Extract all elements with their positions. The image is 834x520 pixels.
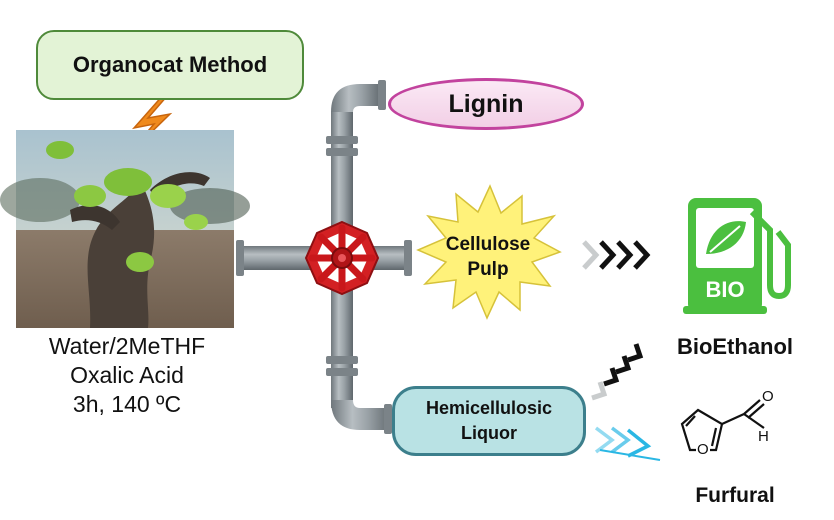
lignin-ellipse: Lignin (388, 78, 584, 130)
furfural-structure-icon (680, 399, 765, 452)
conditions-line-1: Water/2MeTHF (48, 333, 206, 359)
fuel-pump-label: BIO (705, 277, 745, 302)
cellulose-line-1: Cellulose (445, 234, 531, 255)
furfural-ring-oxygen: O (696, 441, 710, 458)
furfural-carbonyl-oxygen: O (762, 388, 774, 405)
chevron-arrows-icon (582, 240, 651, 270)
cellulose-line-2: Pulp (467, 259, 509, 280)
valve-icon (304, 220, 380, 296)
hemi-line-1: Hemicellulosic (425, 398, 553, 418)
hemicellulosic-liquor-box: Hemicellulosic Liquor (392, 386, 586, 456)
lignin-label: Lignin (448, 89, 524, 118)
method-label: Organocat Method (72, 52, 268, 77)
grapevine-photo (0, 130, 250, 328)
furfural-hydrogen: H (758, 428, 769, 445)
conditions-line-2: Oxalic Acid (70, 362, 184, 388)
conditions-line-3: 3h, 140 ºC (72, 391, 182, 417)
cellulose-star-shape (416, 184, 562, 320)
reaction-conditions: Water/2MeTHF Oxalic Acid 3h, 140 ºC (10, 332, 244, 419)
leaf-icon (706, 221, 746, 254)
furfural-arrows (594, 426, 661, 461)
organocat-method-box: Organocat Method (36, 30, 304, 100)
cellulose-pulp-label: Cellulose Pulp (428, 232, 548, 282)
bioethanol-arrows (591, 343, 644, 401)
bioethanol-label: BioEthanol (676, 334, 794, 359)
furfural-label: Furfural (695, 484, 775, 507)
hemi-line-2: Liquor (461, 423, 517, 443)
